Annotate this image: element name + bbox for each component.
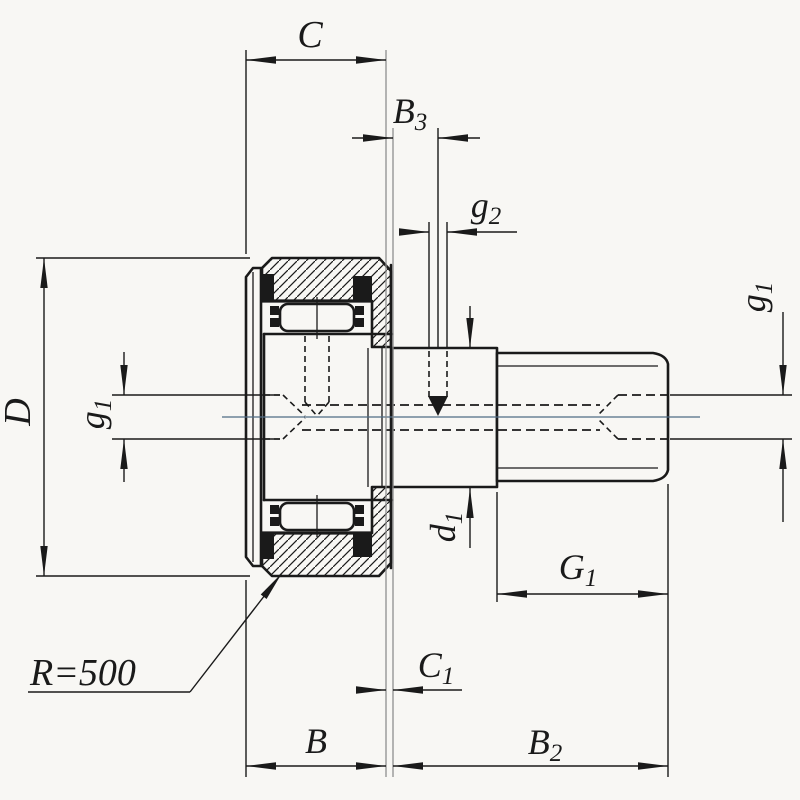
- cage-dots: [270, 306, 364, 526]
- grease-passages: [264, 336, 668, 440]
- label-C1: C1: [418, 645, 455, 690]
- label-B: B: [305, 721, 327, 761]
- g2-hole-drill-cone: [428, 396, 448, 416]
- label-C: C: [297, 14, 323, 56]
- dimension-g1-left: [112, 352, 280, 482]
- dimension-B3: [352, 128, 480, 349]
- label-g1-left: g1: [72, 399, 117, 430]
- dimension-B: [245, 580, 386, 777]
- dimension-labels: C B3 g2 g1 D g1 d1 G1 C1 B B2 R=500: [0, 14, 778, 767]
- needle-rollers: [270, 297, 364, 537]
- seal-bottom-left: [261, 532, 274, 559]
- dimension-D: [36, 257, 250, 577]
- label-G1: G1: [559, 547, 598, 592]
- dimension-g1-right: [670, 312, 792, 522]
- label-g2: g2: [471, 185, 502, 230]
- seals: [261, 274, 372, 559]
- dimension-G1: [496, 484, 669, 777]
- radius-annotation-leader: [28, 572, 283, 693]
- label-D: D: [0, 398, 39, 426]
- label-g1-right: g1: [733, 282, 778, 313]
- dimension-g2: [399, 222, 517, 349]
- label-B2: B2: [528, 722, 563, 767]
- seal-bottom-right: [353, 532, 372, 557]
- label-d1: d1: [423, 512, 468, 543]
- seal-top-right: [353, 276, 372, 301]
- label-B3: B3: [393, 91, 428, 136]
- dimension-C: [245, 50, 386, 254]
- label-radius-R500: R=500: [29, 652, 136, 694]
- seal-top-left: [261, 274, 274, 301]
